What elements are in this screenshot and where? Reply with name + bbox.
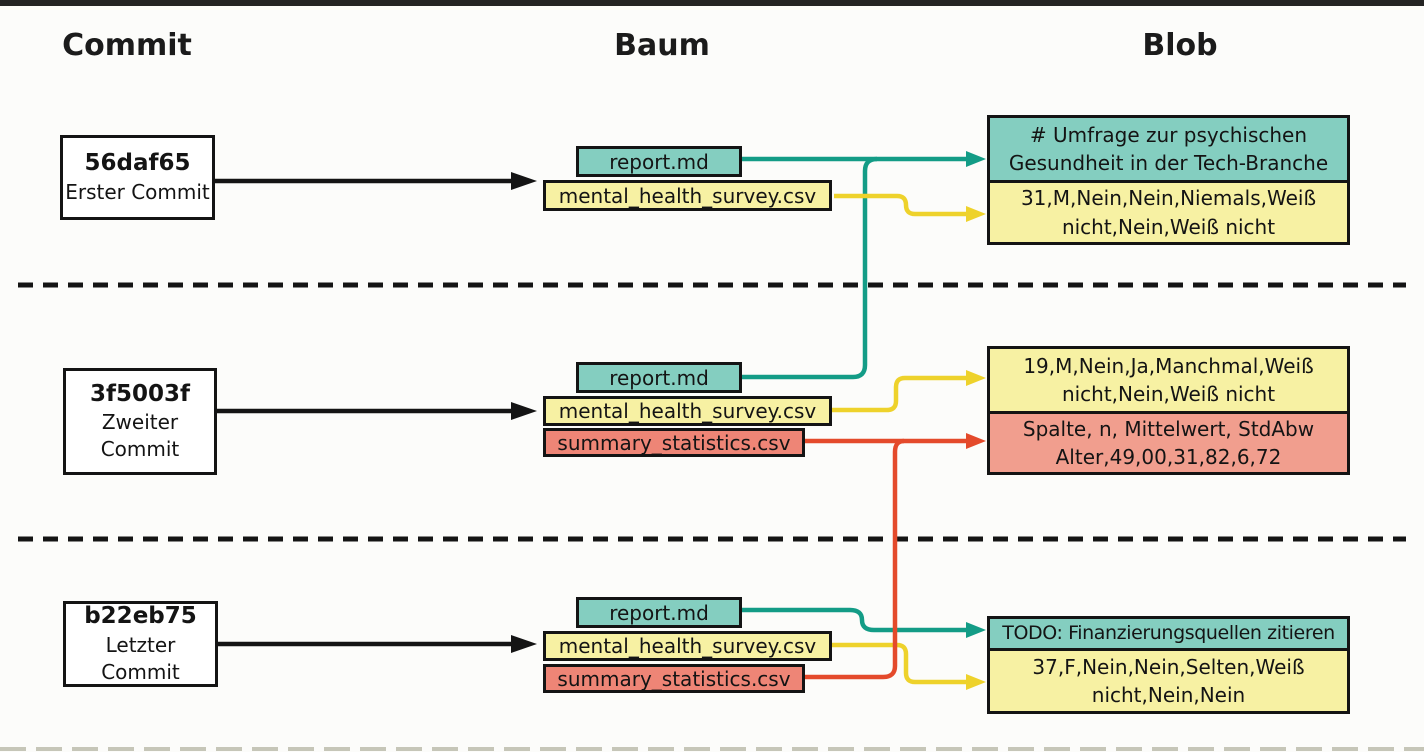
link-tree3-survey-to-blob3 bbox=[832, 642, 986, 690]
commit-hash: 3f5003f bbox=[89, 380, 191, 407]
blob-stack-1: # Umfrage zur psychischen Gesundheit in … bbox=[987, 115, 1350, 245]
commit-hash: 56daf65 bbox=[84, 150, 191, 177]
link-tree2-report-to-blob1 bbox=[742, 156, 878, 380]
link-tree2-survey-to-blob2 bbox=[832, 370, 986, 413]
column-header-tree: Baum bbox=[614, 28, 710, 63]
column-header-blob: Blob bbox=[1142, 28, 1218, 63]
tree2-file-summary-statistics-csv: summary_statistics.csv bbox=[543, 428, 805, 457]
blob-stack-2: 19,M,Nein,Ja,Manchmal,Weiß nicht,Nein,We… bbox=[987, 346, 1350, 475]
tree2-file-report-md: report.md bbox=[576, 362, 742, 393]
tree2-file-mental-health-survey-csv: mental_health_survey.csv bbox=[543, 396, 832, 426]
commit-label: Zweiter Commit bbox=[100, 410, 180, 462]
blob-report-v1: # Umfrage zur psychischen Gesundheit in … bbox=[990, 118, 1347, 180]
column-header-commit: Commit bbox=[62, 28, 192, 63]
blob-summary-stats: Spalte, n, Mittelwert, StdAbw Alter,49,0… bbox=[990, 411, 1347, 472]
blob-survey-v3: 37,F,Nein,Nein,Selten,Weiß nicht,Nein,Ne… bbox=[990, 648, 1347, 711]
top-edge-band bbox=[0, 0, 1424, 6]
commit-label: Letzter Commit bbox=[101, 632, 180, 684]
link-tree1-survey-to-blob1 bbox=[834, 193, 986, 222]
link-tree3-report-to-blob3 bbox=[742, 607, 986, 638]
commit-box-2: 3f5003f Zweiter Commit bbox=[63, 368, 217, 475]
tree3-file-report-md: report.md bbox=[576, 597, 742, 628]
blob-survey-v1: 31,M,Nein,Nein,Niemals,Weiß nicht,Nein,W… bbox=[990, 180, 1347, 242]
blob-stack-3: TODO: Finanzierungsquellen zitieren 37,F… bbox=[987, 616, 1350, 714]
commit-hash: b22eb75 bbox=[84, 603, 197, 630]
link-tree3-summary-to-blob2 bbox=[805, 438, 905, 680]
tree3-file-mental-health-survey-csv: mental_health_survey.csv bbox=[543, 631, 832, 661]
commit-box-1: 56daf65 Erster Commit bbox=[60, 135, 215, 220]
commit-label: Erster Commit bbox=[65, 179, 210, 204]
commit-box-3: b22eb75 Letzter Commit bbox=[63, 601, 218, 687]
tree1-file-mental-health-survey-csv: mental_health_survey.csv bbox=[543, 180, 832, 211]
tree1-file-report-md: report.md bbox=[576, 146, 742, 177]
tree3-file-summary-statistics-csv: summary_statistics.csv bbox=[543, 664, 805, 693]
blob-survey-v2: 19,M,Nein,Ja,Manchmal,Weiß nicht,Nein,We… bbox=[990, 349, 1347, 411]
blob-report-v3: TODO: Finanzierungsquellen zitieren bbox=[990, 619, 1347, 648]
